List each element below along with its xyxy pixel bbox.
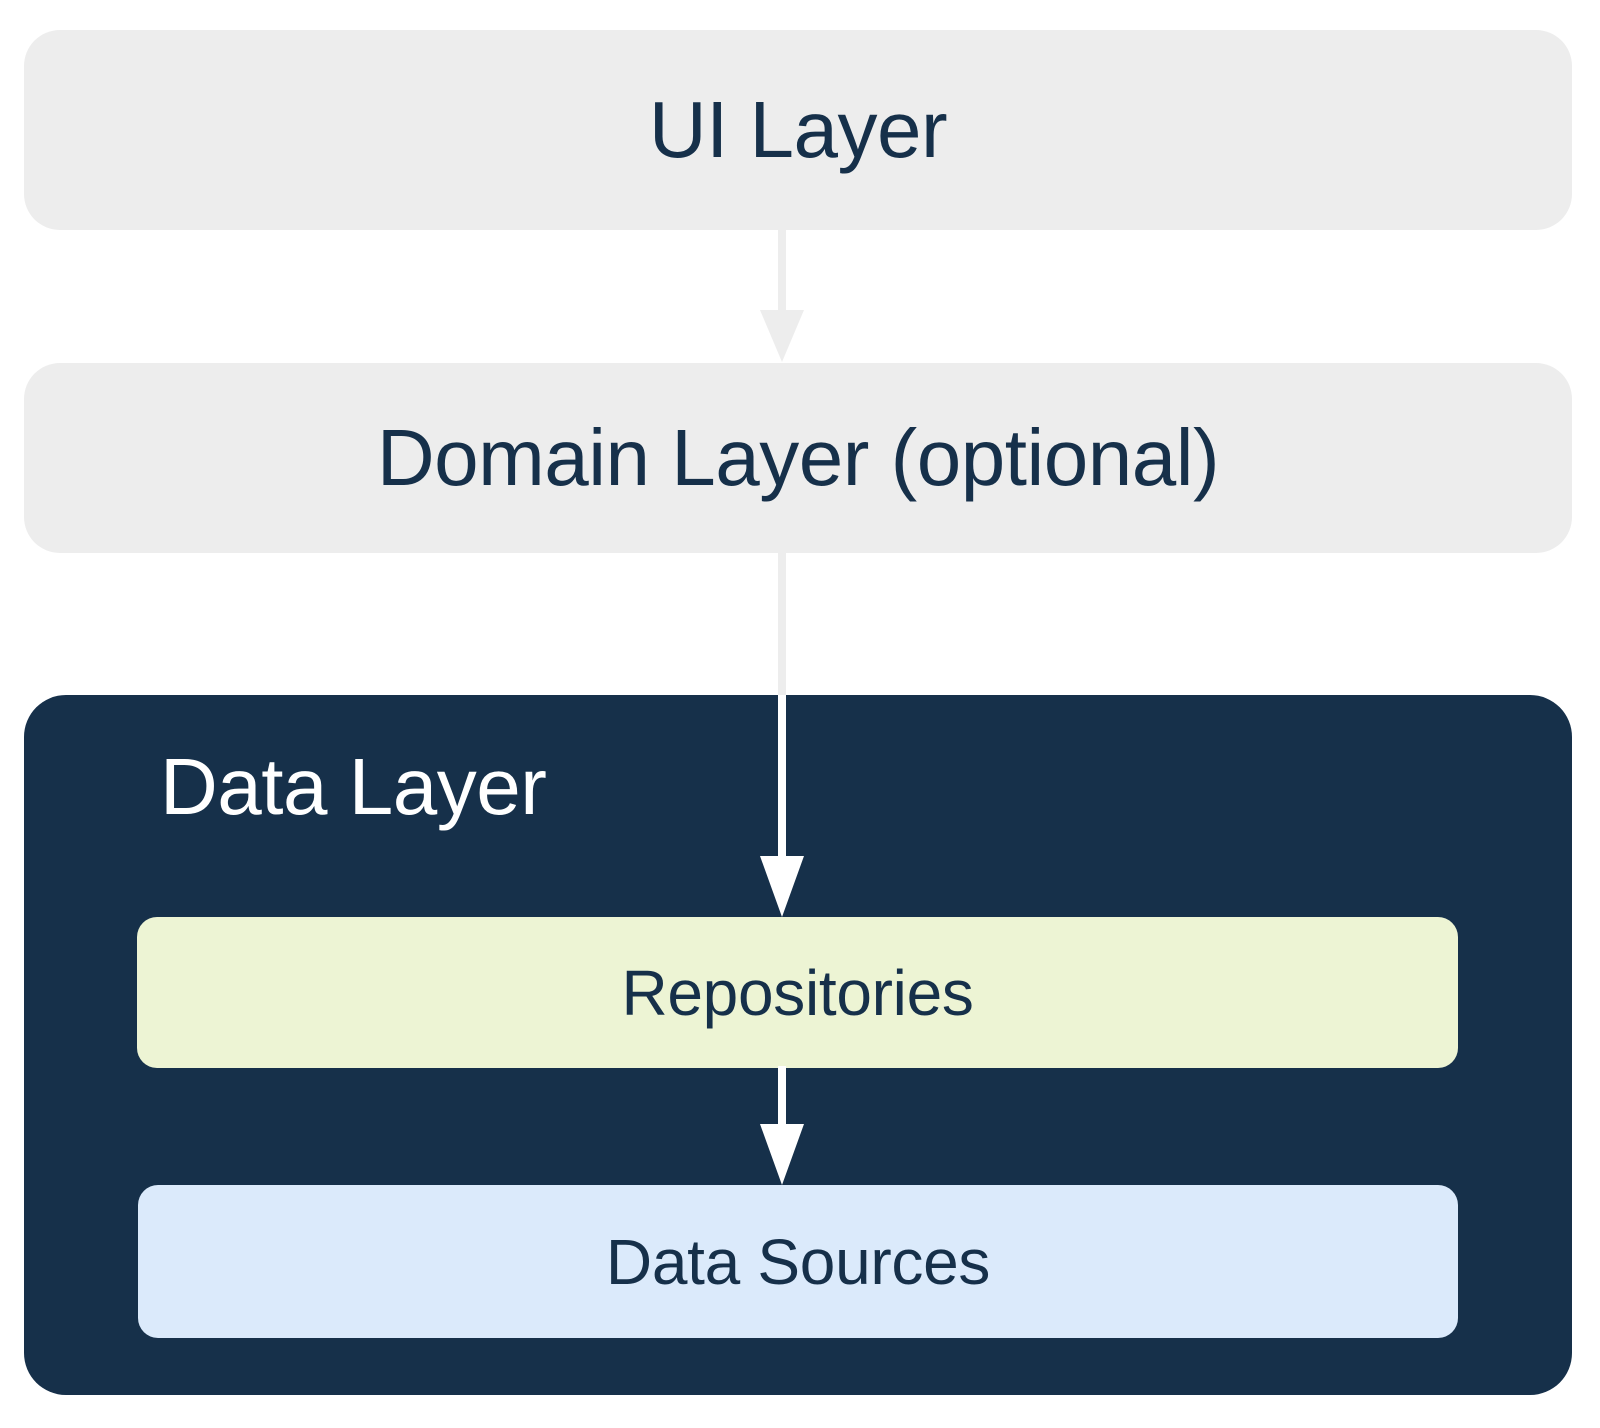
data-layer-box: Data Layer Repositories Data Sources xyxy=(24,695,1572,1395)
arrow-repositories-to-data-sources-icon xyxy=(758,1066,806,1187)
domain-layer-label: Domain Layer (optional) xyxy=(376,413,1220,502)
repositories-label: Repositories xyxy=(621,956,974,1029)
ui-layer-label: UI Layer xyxy=(648,85,948,174)
data-sources-label: Data Sources xyxy=(605,1225,991,1298)
domain-layer-box: Domain Layer (optional) xyxy=(24,363,1572,553)
repositories-box: Repositories xyxy=(137,917,1458,1068)
ui-layer-box: UI Layer xyxy=(24,30,1572,230)
data-layer-label: Data Layer xyxy=(160,742,547,831)
arrow-ui-to-domain-icon xyxy=(758,228,806,366)
data-sources-box: Data Sources xyxy=(138,1185,1458,1338)
arrow-domain-to-repositories-head-icon xyxy=(758,695,806,919)
arrow-domain-to-repositories-stem-icon xyxy=(758,551,806,699)
